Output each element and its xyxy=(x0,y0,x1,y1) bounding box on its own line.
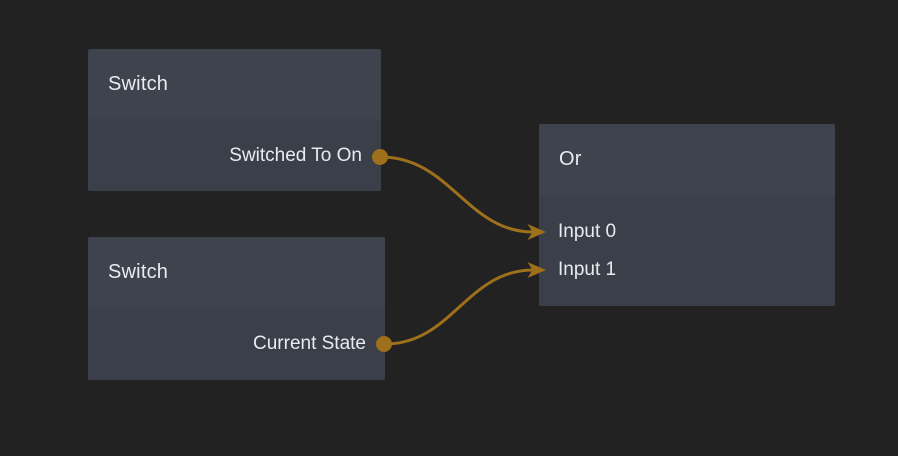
port-current-state[interactable]: Current State xyxy=(88,325,385,363)
port-label: Input 0 xyxy=(558,221,617,242)
connection-arrowhead-2 xyxy=(527,262,546,278)
node-or[interactable]: Or Input 0 Input 1 xyxy=(539,124,835,306)
connection-wire-2[interactable] xyxy=(384,268,534,346)
node-or-header[interactable]: Or xyxy=(539,124,835,195)
output-port-dot-1[interactable] xyxy=(372,149,388,165)
node-title: Or xyxy=(559,148,582,170)
port-label: Switched To On xyxy=(229,145,362,166)
connection-wire-1[interactable] xyxy=(380,155,534,234)
node-switch-1-body: Switched To On xyxy=(88,119,381,191)
node-or-body: Input 0 Input 1 xyxy=(539,195,835,306)
node-switch-2-header[interactable]: Switch xyxy=(88,237,385,307)
port-label: Current State xyxy=(253,333,366,354)
port-label: Input 1 xyxy=(558,259,617,280)
node-title: Switch xyxy=(108,72,169,95)
port-input-1[interactable]: Input 1 xyxy=(539,251,835,289)
output-port-dot-2[interactable] xyxy=(376,336,392,352)
port-input-0[interactable]: Input 0 xyxy=(539,213,835,251)
node-switch-2-body: Current State xyxy=(88,307,385,380)
connection-arrowhead-1 xyxy=(527,224,546,240)
node-switch-1-header[interactable]: Switch xyxy=(88,49,381,119)
port-switched-to-on[interactable]: Switched To On xyxy=(88,137,381,175)
node-switch-2[interactable]: Switch Current State xyxy=(88,237,385,380)
node-title: Switch xyxy=(108,260,169,283)
node-switch-1[interactable]: Switch Switched To On xyxy=(88,49,381,191)
